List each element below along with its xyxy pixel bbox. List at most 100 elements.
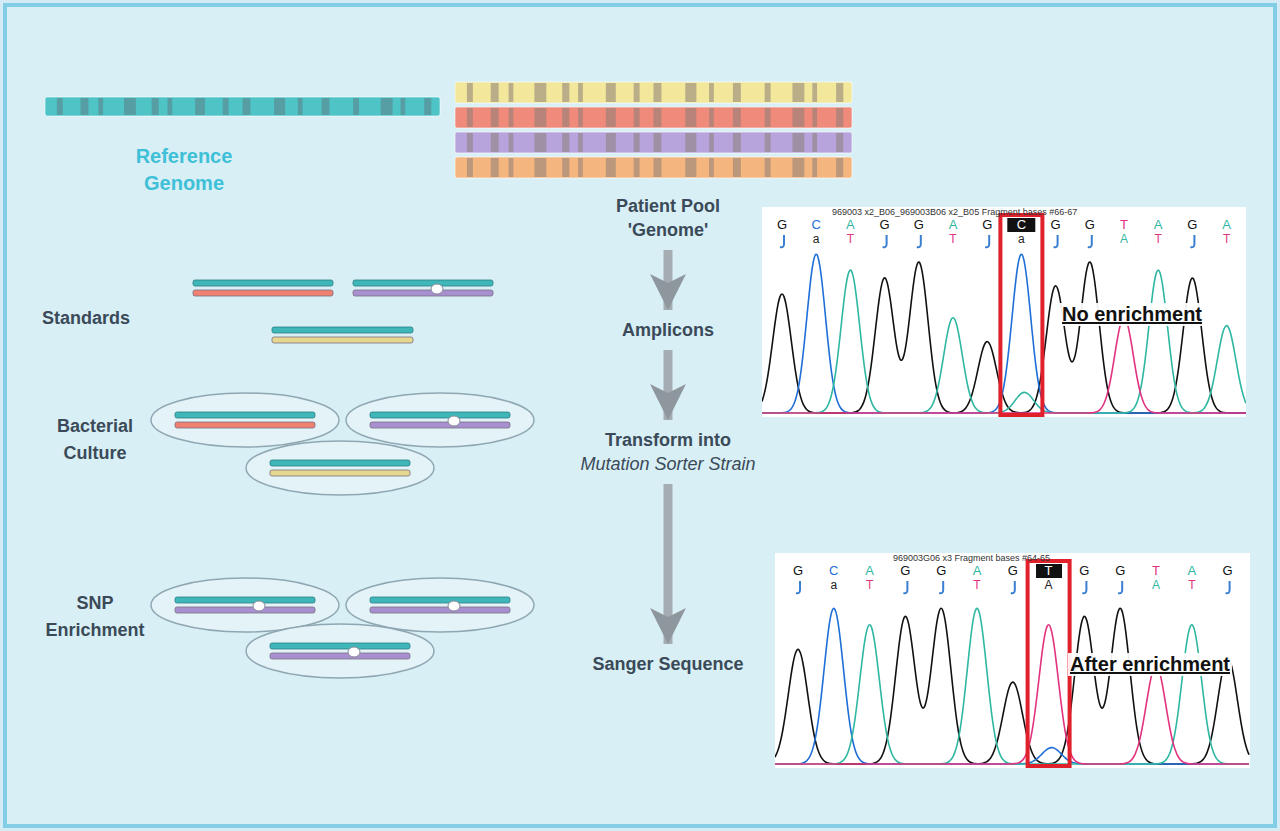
art-shape [455,132,852,153]
art-shape [765,83,771,102]
base-call: A [1187,564,1196,578]
art-shape [836,158,843,177]
quality-mark [780,235,784,247]
base-call: A [949,218,958,232]
step-label: Sanger Sequence [592,652,743,676]
trace-line [775,625,1249,764]
quality-mark [985,235,989,247]
art-shape [491,83,499,102]
art-shape [812,133,817,152]
art-shape [272,337,413,343]
trace-line [762,270,1246,413]
base-call: A [973,564,982,578]
art-shape [298,98,303,115]
art-shape [654,158,662,177]
panel-caption: After enrichment [1068,653,1232,676]
art-shape [606,83,616,102]
art-shape [193,280,333,286]
quality-mark [1088,235,1092,247]
art-shape [370,422,510,428]
art-shape [836,108,843,127]
flow-arrow [663,484,672,644]
art-shape [370,597,510,603]
art-shape [370,607,510,613]
base-call: C [1008,218,1035,232]
secondary-call: A [1152,579,1160,592]
art-shape [812,108,817,127]
secondary-call: a [813,233,820,246]
art-shape [274,98,285,115]
secondary-call: T [1155,233,1162,246]
base-call: G [777,218,787,232]
art-shape [709,158,714,177]
art-shape [81,98,89,115]
art-shape [709,108,714,127]
art-shape [270,643,410,649]
art-shape [733,133,741,152]
art-shape [272,327,413,333]
step-text: Sanger Sequence [592,652,743,676]
secondary-call: A [1120,233,1128,246]
quality-mark [796,581,800,593]
art-shape [270,653,410,659]
art-shape [534,133,546,152]
base-call: G [1223,564,1233,578]
base-call: G [793,564,803,578]
art-shape [792,158,804,177]
art-shape [98,98,103,115]
amplicon-pair [270,643,410,659]
art-shape [654,133,662,152]
art-shape [578,108,583,127]
section-label: Reference Genome [114,143,254,197]
art-shape [578,158,583,177]
art-shape [455,107,852,128]
art-shape [812,83,817,102]
secondary-call: T [949,233,956,246]
art-shape [792,133,804,152]
base-call: A [1154,218,1163,232]
art-shape [370,412,510,418]
art-shape [709,133,714,152]
art-shape [654,108,662,127]
secondary-call: T [1188,579,1195,592]
bacterial-cell [246,624,434,678]
secondary-call: T [866,579,873,592]
quality-mark [917,235,921,247]
art-shape [195,98,205,115]
patient-genome-bar [455,107,852,128]
base-call: G [1051,218,1061,232]
art-shape [353,280,493,286]
base-call: C [829,564,838,578]
section-label: SNP Enrichment [30,590,160,644]
art-shape [467,158,473,177]
art-shape [57,98,63,115]
chromatogram-panel: 969003 x2_B06_969003B06 x2_B05 Fragment … [762,207,1246,417]
art-shape [424,98,431,115]
trace-title: 969003G06 x3 Fragment bases #64-65 [893,553,1050,563]
base-call: G [900,564,910,578]
base-call: G [1008,564,1018,578]
art-shape [765,108,771,127]
art-shape [634,83,640,102]
base-call: T [1152,564,1160,578]
highlight-box [1000,215,1042,415]
art-shape [606,133,616,152]
art-shape [509,108,514,127]
art-shape [534,108,546,127]
base-call: A [846,218,855,232]
art-shape [606,108,616,127]
flow-arrow [663,250,672,310]
art-shape [124,98,136,115]
amplicon-pair [193,280,333,296]
quality-mark [903,581,907,593]
bacterial-cell [151,393,339,447]
step-label: Patient Pool 'Genome' [593,194,743,242]
art-shape [562,158,569,177]
art-shape [175,422,315,428]
art-shape [509,83,514,102]
mismatch-bubble [348,647,360,657]
art-shape [733,83,741,102]
trace-line [775,608,1249,764]
